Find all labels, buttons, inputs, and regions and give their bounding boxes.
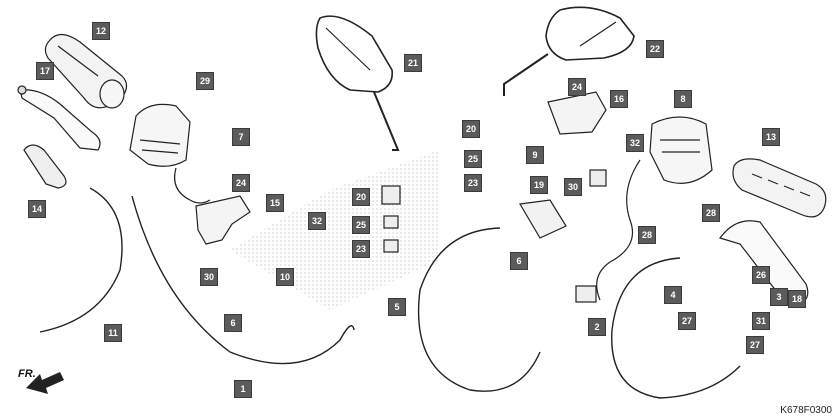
callout-24b: 24 <box>568 78 586 96</box>
callout-22: 22 <box>646 40 664 58</box>
cable-11 <box>39 187 123 333</box>
callout-18: 18 <box>788 290 806 308</box>
brake-switch <box>519 199 567 239</box>
callout-27b: 27 <box>746 336 764 354</box>
callout-30: 30 <box>200 268 218 286</box>
lever-bracket <box>195 195 251 245</box>
cable-2 <box>611 257 741 399</box>
callout-27: 27 <box>678 312 696 330</box>
callout-2: 2 <box>588 318 606 336</box>
callout-26: 26 <box>752 266 770 284</box>
diagram-code: K678F0300 <box>780 405 832 416</box>
throttle-housing <box>547 91 607 135</box>
callout-31: 31 <box>752 312 770 330</box>
lever-cover <box>23 144 67 189</box>
cable-1 <box>131 195 355 365</box>
callout-25b: 25 <box>464 150 482 168</box>
direction-arrow <box>26 372 64 394</box>
switch-housing-left <box>129 103 191 167</box>
callout-7: 7 <box>232 128 250 146</box>
callout-28b: 28 <box>638 226 656 244</box>
mirror-right <box>503 6 635 96</box>
callout-20: 20 <box>352 188 370 206</box>
halftone-watermark <box>230 150 440 310</box>
callout-28: 28 <box>702 204 720 222</box>
callout-13: 13 <box>762 128 780 146</box>
callout-25: 25 <box>352 216 370 234</box>
callout-20b: 20 <box>462 120 480 138</box>
callout-1: 1 <box>234 380 252 398</box>
callout-14: 14 <box>28 200 46 218</box>
callout-12: 12 <box>92 22 110 40</box>
callout-11: 11 <box>104 324 122 342</box>
callout-10: 10 <box>276 268 294 286</box>
callout-32: 32 <box>308 212 326 230</box>
switch-housing-right <box>649 116 713 184</box>
callout-21: 21 <box>404 54 422 72</box>
callout-24: 24 <box>232 174 250 192</box>
callout-23: 23 <box>352 240 370 258</box>
mirror-left <box>315 15 400 151</box>
callout-3: 3 <box>770 288 788 306</box>
wire-left <box>174 167 211 204</box>
wire-right <box>596 159 641 301</box>
callout-16: 16 <box>610 90 628 108</box>
callout-9: 9 <box>526 146 544 164</box>
callout-23b: 23 <box>464 174 482 192</box>
clutch-lever <box>17 85 101 151</box>
callout-4: 4 <box>664 286 682 304</box>
callout-29: 29 <box>196 72 214 90</box>
callout-32b: 32 <box>626 134 644 152</box>
callout-30b: 30 <box>564 178 582 196</box>
callout-6: 6 <box>224 314 242 332</box>
callout-5: 5 <box>388 298 406 316</box>
callout-8: 8 <box>674 90 692 108</box>
grip-left <box>44 33 128 109</box>
cable-5 <box>417 227 541 392</box>
grip-right <box>732 158 827 218</box>
callout-6b: 6 <box>510 252 528 270</box>
callout-19: 19 <box>530 176 548 194</box>
callout-15: 15 <box>266 194 284 212</box>
direction-label: FR. <box>18 368 36 380</box>
callout-17: 17 <box>36 62 54 80</box>
